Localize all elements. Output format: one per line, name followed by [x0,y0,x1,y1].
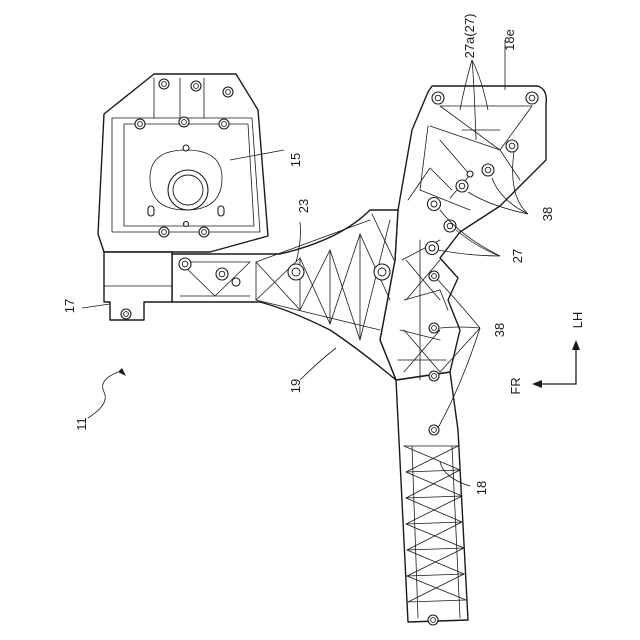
svg-text:23: 23 [296,199,311,213]
svg-text:38: 38 [540,207,555,221]
label-23: 23 [296,199,311,213]
svg-text:15: 15 [288,153,303,167]
label-27a: 27a(27) [462,14,477,59]
label-15: 15 [288,153,303,167]
label-38-upper: 38 [540,207,555,221]
svg-text:FR: FR [508,377,523,394]
label-38-lower: 38 [492,323,507,337]
svg-text:18e: 18e [502,29,517,51]
bracket-15 [98,74,268,252]
svg-text:38: 38 [492,323,507,337]
svg-text:18: 18 [474,481,489,495]
label-19: 19 [288,379,303,393]
label-11: 11 [74,417,89,431]
svg-text:11: 11 [74,417,89,431]
rear-frame-18 [396,372,468,625]
label-lh: LH [570,312,585,329]
mount-17 [104,252,172,320]
svg-text:27: 27 [510,249,525,263]
arrowhead-11 [118,368,126,376]
label-17: 17 [62,299,77,313]
label-27: 27 [510,249,525,263]
svg-text:27a(27): 27a(27) [462,14,477,59]
svg-text:19: 19 [288,379,303,393]
svg-text:17: 17 [62,299,77,313]
label-fr: FR [508,377,523,394]
label-18e: 18e [502,29,517,51]
label-18: 18 [474,481,489,495]
direction-arrows [532,340,580,388]
svg-text:LH: LH [570,312,585,329]
